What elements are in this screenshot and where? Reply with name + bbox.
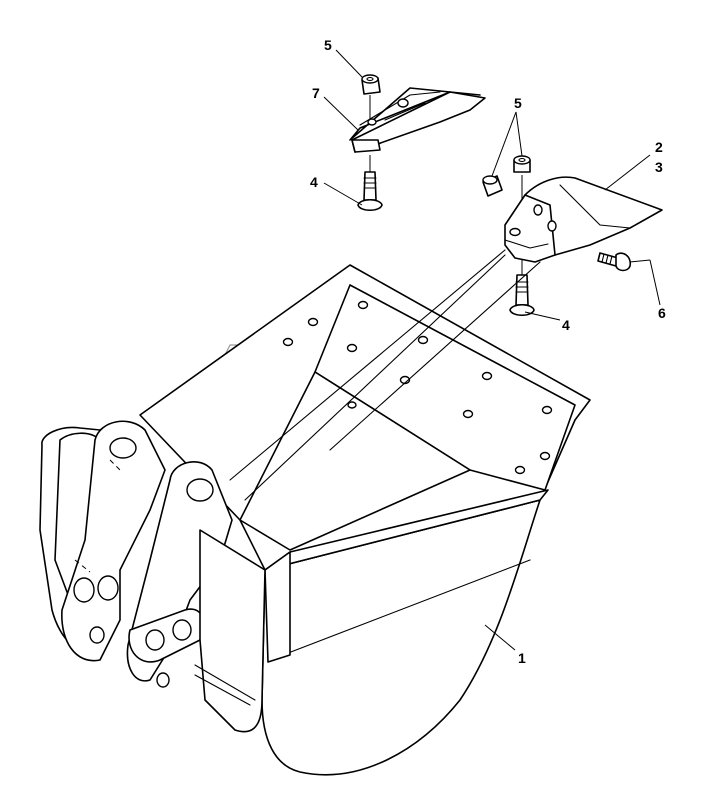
callout-3: 3 xyxy=(655,159,663,175)
callout-7: 7 xyxy=(312,85,320,101)
callout-5-right: 5 xyxy=(514,95,522,111)
callout-5-top: 5 xyxy=(324,37,332,53)
callout-4-top: 4 xyxy=(310,174,318,190)
callout-2: 2 xyxy=(655,139,663,155)
callout-6: 6 xyxy=(658,305,666,321)
side-cutter-7-assembly xyxy=(349,74,486,212)
callout-1: 1 xyxy=(518,650,526,666)
tooth-2-3-assembly xyxy=(229,155,663,501)
nut-pair-5 xyxy=(482,155,531,197)
bucket-body xyxy=(84,264,591,776)
mounting-lugs xyxy=(39,420,266,733)
callout-labels: 5 7 4 5 2 3 6 4 1 xyxy=(310,37,666,666)
callout-leaders xyxy=(323,49,661,651)
bolt-6 xyxy=(597,252,632,272)
bolt-4-lower xyxy=(509,260,535,317)
callout-4-lower: 4 xyxy=(562,317,570,333)
rim-bolt-holes xyxy=(282,300,553,475)
